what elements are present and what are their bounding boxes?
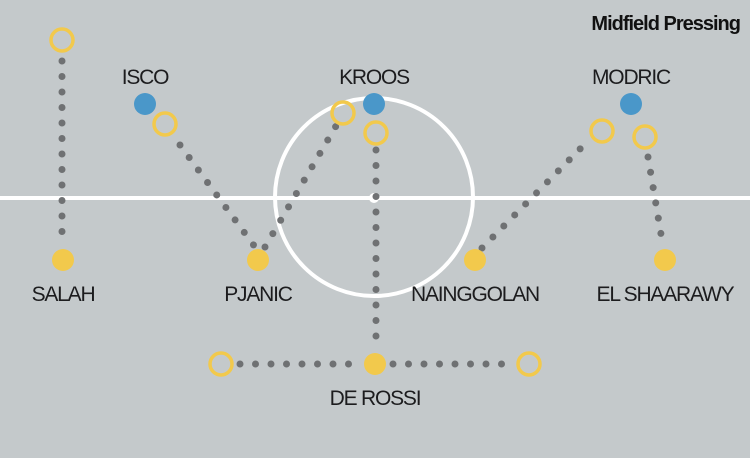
press-path-pjanic-to-isco — [176, 141, 259, 251]
press-target-ring — [589, 118, 615, 144]
press-target-ring — [208, 351, 234, 377]
player-marker-nainggolan — [464, 249, 486, 271]
player-label-modric: MODRIC — [592, 66, 671, 89]
player-marker-elshaarawy — [654, 249, 676, 271]
player-marker-pjanic — [247, 249, 269, 271]
press-target-ring — [516, 351, 542, 377]
player-marker-isco — [134, 93, 156, 115]
player-label-derossi: DE ROSSI — [330, 387, 421, 410]
player-label-pjanic: PJANIC — [224, 283, 293, 306]
press-target-ring — [330, 100, 356, 126]
player-label-salah: SALAH — [32, 283, 95, 306]
player-marker-kroos — [363, 93, 385, 115]
player-marker-modric — [620, 93, 642, 115]
player-marker-salah — [52, 249, 74, 271]
player-label-elshaarawy: EL SHAARAWY — [597, 283, 735, 306]
press-path-elshaarawy — [644, 153, 667, 250]
press-target-ring — [49, 27, 75, 53]
press-target-ring — [632, 124, 658, 150]
player-marker-derossi — [364, 353, 386, 375]
press-target-ring — [152, 111, 178, 137]
player-label-nainggolan: NAINGGOLAN — [411, 283, 539, 306]
press-target-ring — [363, 120, 389, 146]
player-label-kroos: KROOS — [339, 66, 410, 89]
diagram-title: Midfield Pressing — [591, 13, 740, 35]
player-label-isco: ISCO — [122, 66, 169, 89]
